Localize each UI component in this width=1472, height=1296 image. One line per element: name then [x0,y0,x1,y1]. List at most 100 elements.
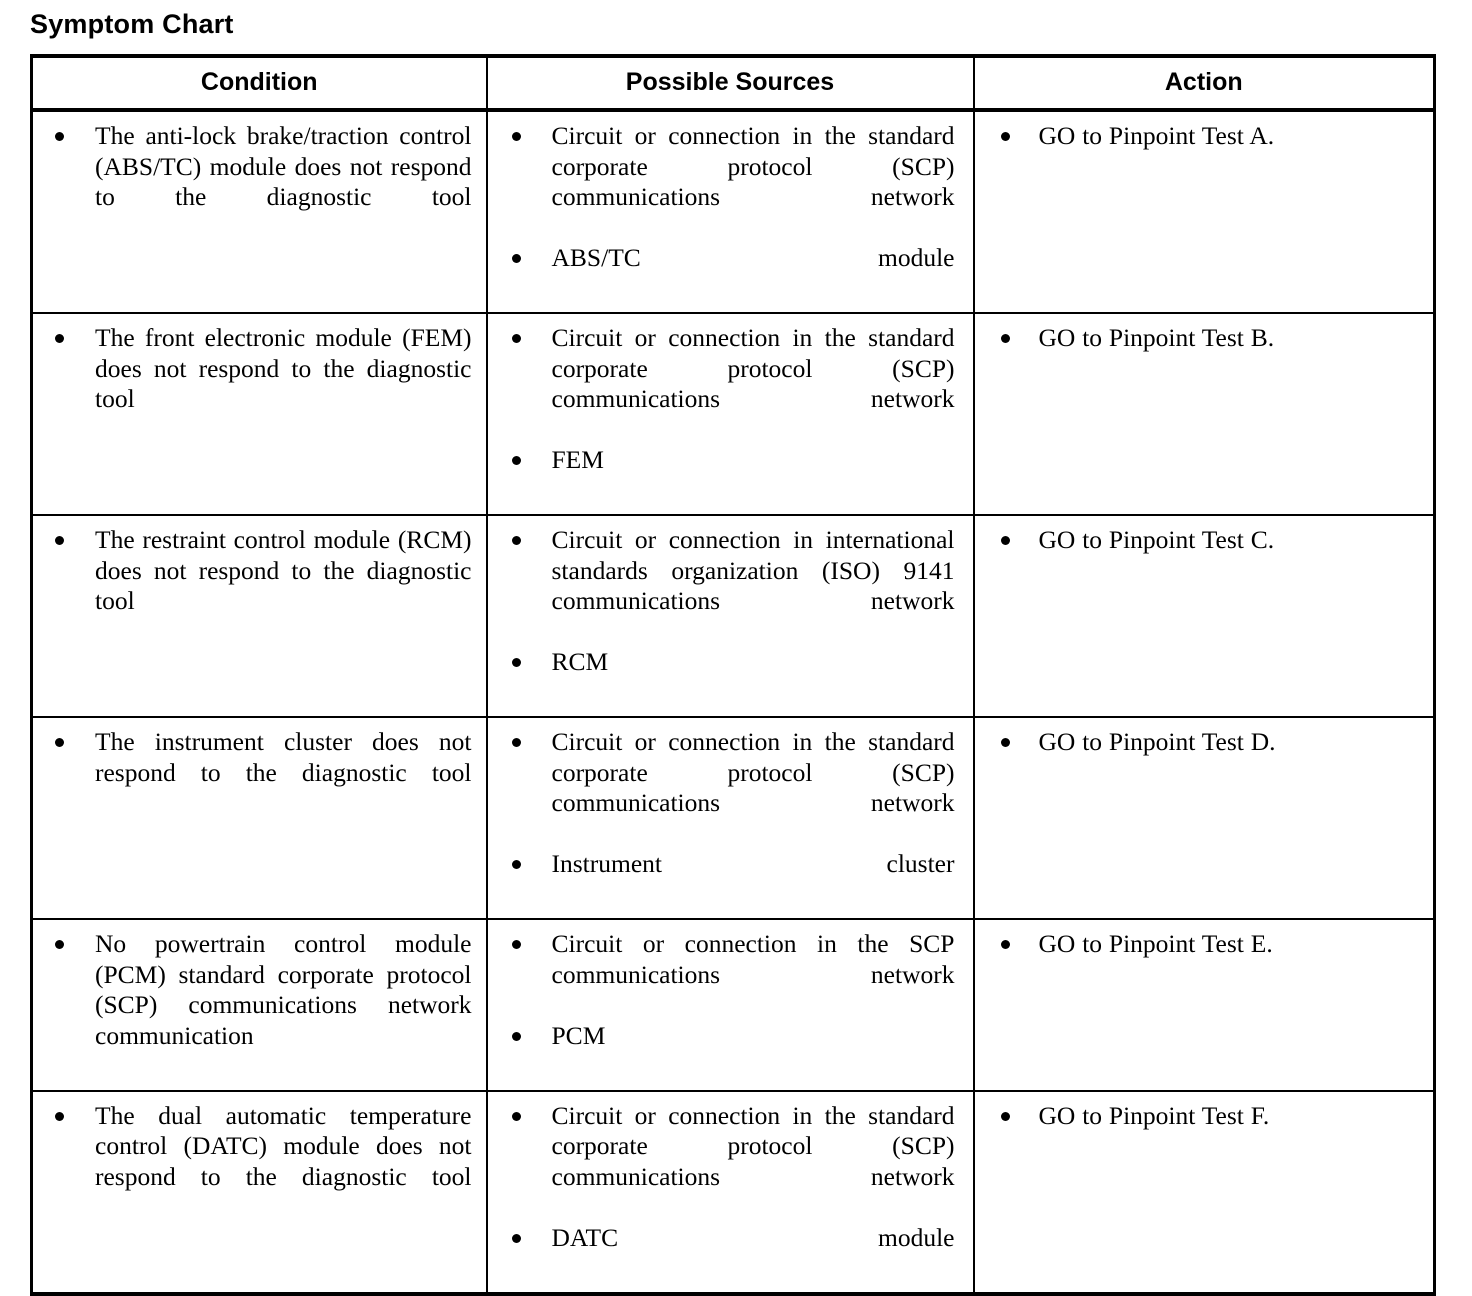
table-cell-sources: Circuit or connection in the standard co… [485,110,975,313]
bullet-icon [511,456,521,465]
bullet-list: The anti-lock brake/traction control (AB… [33,121,472,243]
list-item: GO to Pinpoint Test F. [975,1101,1420,1132]
list-item: No powertrain control module (PCM) stand… [33,929,472,1082]
bullet-list: The dual automatic temperature control (… [33,1101,472,1223]
table-cell-condition: No powertrain control module (PCM) stand… [31,918,488,1091]
list-item: GO to Pinpoint Test D. [975,727,1420,758]
cell-content: No powertrain control module (PCM) stand… [33,920,486,1090]
list-item: DATC module [488,1223,955,1284]
cell-content: Circuit or connection in the SCP communi… [488,920,973,1090]
bullet-icon [55,334,64,343]
table-body: The anti-lock brake/traction control (AB… [31,110,1435,1294]
bullet-icon [511,1031,521,1041]
cell-content: GO to Pinpoint Test F. [975,1092,1434,1238]
cell-content: The anti-lock brake/traction control (AB… [33,112,486,258]
table-cell-action: GO to Pinpoint Test F. [972,1089,1435,1294]
bullet-icon [55,132,64,141]
list-item-label: The instrument cluster does not respond … [95,727,472,787]
list-item: Instrument cluster [488,849,955,910]
list-item: Circuit or connection in the standard co… [488,121,955,243]
bullet-icon [1000,132,1010,141]
bullet-list: Circuit or connection in the standard co… [488,121,955,304]
list-item-label: Circuit or connection in the SCP communi… [551,929,955,989]
list-item: The restraint control module (RCM) does … [33,525,472,647]
cell-content: Circuit or connection in the standard co… [488,112,973,312]
list-item-label: The front electronic module (FEM) does n… [95,323,472,413]
page-title: Symptom Chart [30,9,234,39]
cell-content: The front electronic module (FEM) does n… [33,314,486,460]
bullet-icon [511,334,521,343]
cell-content: Circuit or connection in the standard co… [488,1092,973,1292]
list-item: GO to Pinpoint Test A. [975,121,1420,152]
list-item: The instrument cluster does not respond … [33,727,472,819]
bullet-icon [1000,1111,1010,1121]
cell-content: Circuit or connection in international s… [488,516,973,716]
bullet-icon [55,1111,64,1121]
list-item-label: Circuit or connection in the standard co… [551,727,955,817]
bullet-list: Circuit or connection in international s… [488,525,955,708]
bullet-list: GO to Pinpoint Test F. [975,1101,1420,1132]
bullet-list: The instrument cluster does not respond … [33,727,472,819]
table-row: The anti-lock brake/traction control (AB… [31,110,1435,313]
table-cell-action: GO to Pinpoint Test B. [972,312,1435,515]
list-item: The dual automatic temperature control (… [33,1101,472,1223]
table-cell-sources: Circuit or connection in the standard co… [485,716,975,919]
list-item: RCM [488,647,955,708]
bullet-icon [1000,738,1010,747]
list-item-label: ABS/TC module [551,243,955,272]
list-item-label: GO to Pinpoint Test C. [1038,525,1275,554]
list-item-label: The dual automatic temperature control (… [95,1100,472,1191]
bullet-list: Circuit or connection in the standard co… [488,323,955,506]
list-item: Circuit or connection in the SCP communi… [488,929,955,1021]
bullet-list: GO to Pinpoint Test B. [975,323,1420,354]
list-item: The anti-lock brake/traction control (AB… [33,121,472,243]
cell-content: GO to Pinpoint Test C. [975,516,1434,662]
bullet-icon [511,940,521,949]
bullet-icon [511,738,521,747]
list-item: GO to Pinpoint Test B. [975,323,1420,354]
list-item: ABS/TC module [488,243,955,304]
list-item-label: Instrument cluster [551,849,955,878]
column-header-possible-sources: Possible Sources [485,56,975,112]
cell-content: GO to Pinpoint Test E. [975,920,1434,1066]
table-cell-action: GO to Pinpoint Test D. [972,716,1435,919]
bullet-list: GO to Pinpoint Test D. [975,727,1420,758]
list-item: Circuit or connection in the standard co… [488,323,955,445]
cell-content: Circuit or connection in the standard co… [488,314,973,514]
bullet-icon [1000,940,1010,949]
bullet-icon [511,860,521,869]
list-item-label: PCM [551,1020,606,1050]
table-header-row: Condition Possible Sources Action [31,56,1435,112]
list-item: GO to Pinpoint Test C. [975,525,1420,556]
cell-content: GO to Pinpoint Test A. [975,112,1434,258]
table-cell-sources: Circuit or connection in the standard co… [485,312,975,515]
bullet-icon [511,658,521,667]
table-cell-condition: The instrument cluster does not respond … [31,716,488,919]
table-header: Condition Possible Sources Action [31,56,1435,112]
cell-content: Circuit or connection in the standard co… [488,718,973,918]
list-item: FEM [488,445,955,506]
list-item: Circuit or connection in the standard co… [488,727,955,849]
list-item-label: Circuit or connection in international s… [551,525,955,615]
table-cell-action: GO to Pinpoint Test A. [972,110,1435,313]
bullet-list: No powertrain control module (PCM) stand… [33,929,472,1082]
list-item-label: GO to Pinpoint Test A. [1038,121,1275,150]
list-item-label: No powertrain control module (PCM) stand… [95,929,472,1050]
table-cell-sources: Circuit or connection in international s… [485,514,975,717]
bullet-icon [1000,334,1010,343]
bullet-icon [55,738,64,747]
list-item: Circuit or connection in the standard co… [488,1101,955,1223]
list-item-label: The restraint control module (RCM) does … [95,525,472,615]
bullet-icon [511,254,521,263]
list-item-label: GO to Pinpoint Test E. [1038,929,1273,958]
bullet-list: The front electronic module (FEM) does n… [33,323,472,445]
cell-content: The restraint control module (RCM) does … [33,516,486,662]
column-header-action: Action [972,56,1435,112]
bullet-icon [1000,536,1010,545]
list-item-label: GO to Pinpoint Test B. [1038,323,1275,352]
list-item-label: RCM [551,647,609,676]
symptom-chart-table: Condition Possible Sources Action The an… [30,54,1436,1296]
bullet-icon [511,132,521,141]
table-cell-action: GO to Pinpoint Test C. [972,514,1435,717]
cell-content: The instrument cluster does not respond … [33,718,486,864]
